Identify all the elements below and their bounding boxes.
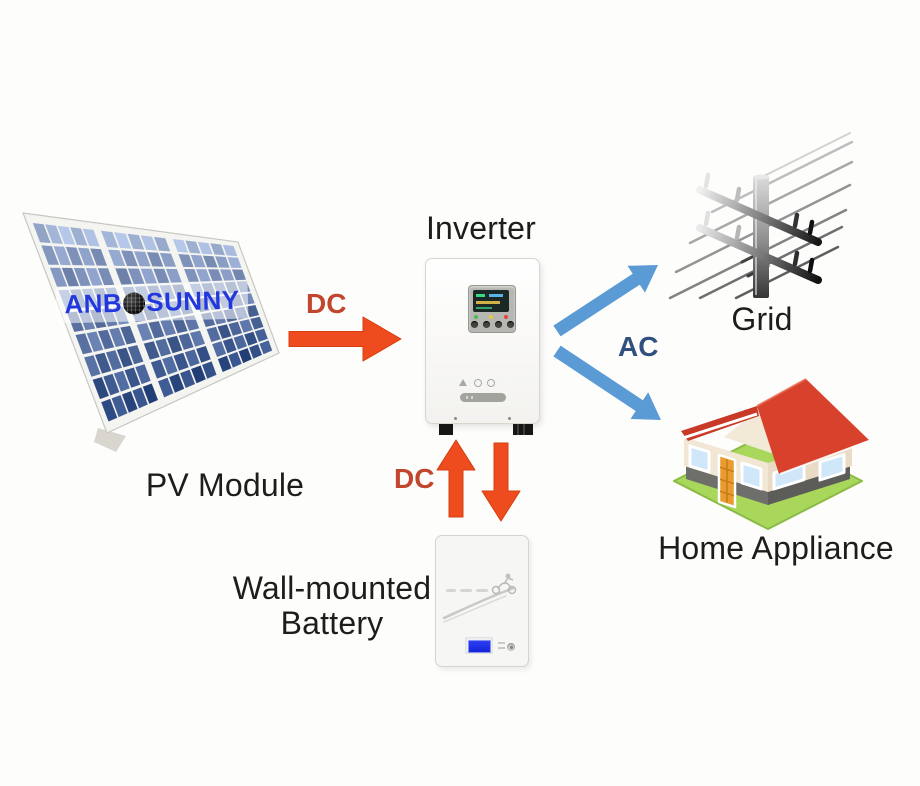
inverter-button [495, 321, 502, 328]
inverter-unit-icon [425, 258, 540, 435]
gable [724, 410, 780, 456]
window-icon [740, 461, 763, 491]
door-icon [717, 453, 737, 509]
scooter-doodle [491, 573, 517, 595]
screw [508, 417, 511, 420]
inverter-button [471, 321, 478, 328]
ac-arrow-home [553, 345, 661, 420]
grid-label: Grid [731, 301, 793, 337]
inverter-screen [473, 290, 509, 312]
model-label-plate [460, 393, 506, 402]
battery-lcd [465, 637, 493, 654]
wall-battery-icon [435, 535, 529, 667]
battery-graphic [442, 573, 517, 623]
power-pole-icon [668, 132, 854, 300]
sun-icon [122, 291, 146, 315]
brand-logo: ANB SUNNY [55, 281, 249, 324]
status-led-yellow [489, 315, 493, 319]
certification-marks [459, 378, 507, 387]
screw [454, 417, 457, 420]
dc-flow-label: DC [394, 463, 435, 494]
pv-module-illustration [22, 212, 280, 452]
cables [696, 172, 822, 284]
ac-flow-label: AC [618, 331, 659, 362]
inverter-button [483, 321, 490, 328]
pv-module-label: PV Module [145, 467, 305, 503]
inverter-display-panel [468, 285, 516, 333]
dc-arrow-down [481, 442, 521, 522]
dc-arrow-up [436, 439, 476, 518]
status-led-green [474, 315, 478, 319]
roof [757, 379, 869, 474]
inverter-connector [439, 424, 453, 435]
window-icon [688, 444, 711, 474]
ac-arrow-grid [553, 265, 658, 337]
inverter-connector [513, 424, 533, 435]
brand-text-right: SUNNY [145, 284, 241, 318]
battery-label-line2: Battery [280, 605, 384, 641]
battery-label-text [498, 642, 505, 644]
house-icon [673, 378, 870, 530]
window-icon [818, 452, 846, 482]
dc-arrow-right [288, 316, 402, 362]
dc-flow-label: DC [306, 288, 347, 319]
home-appliance-label: Home Appliance [658, 530, 894, 566]
flow-arrows [288, 265, 661, 522]
battery-lcd-screen [468, 640, 491, 653]
inverter-button [507, 321, 514, 328]
inverter-label: Inverter [425, 210, 537, 246]
battery-label-line1: Wall-mounted [232, 570, 432, 606]
status-led-red [504, 315, 508, 319]
brand-text-left: ANB [63, 287, 123, 320]
battery-label: Wall-mounted Battery [232, 571, 432, 641]
battery-power-button [507, 643, 515, 651]
